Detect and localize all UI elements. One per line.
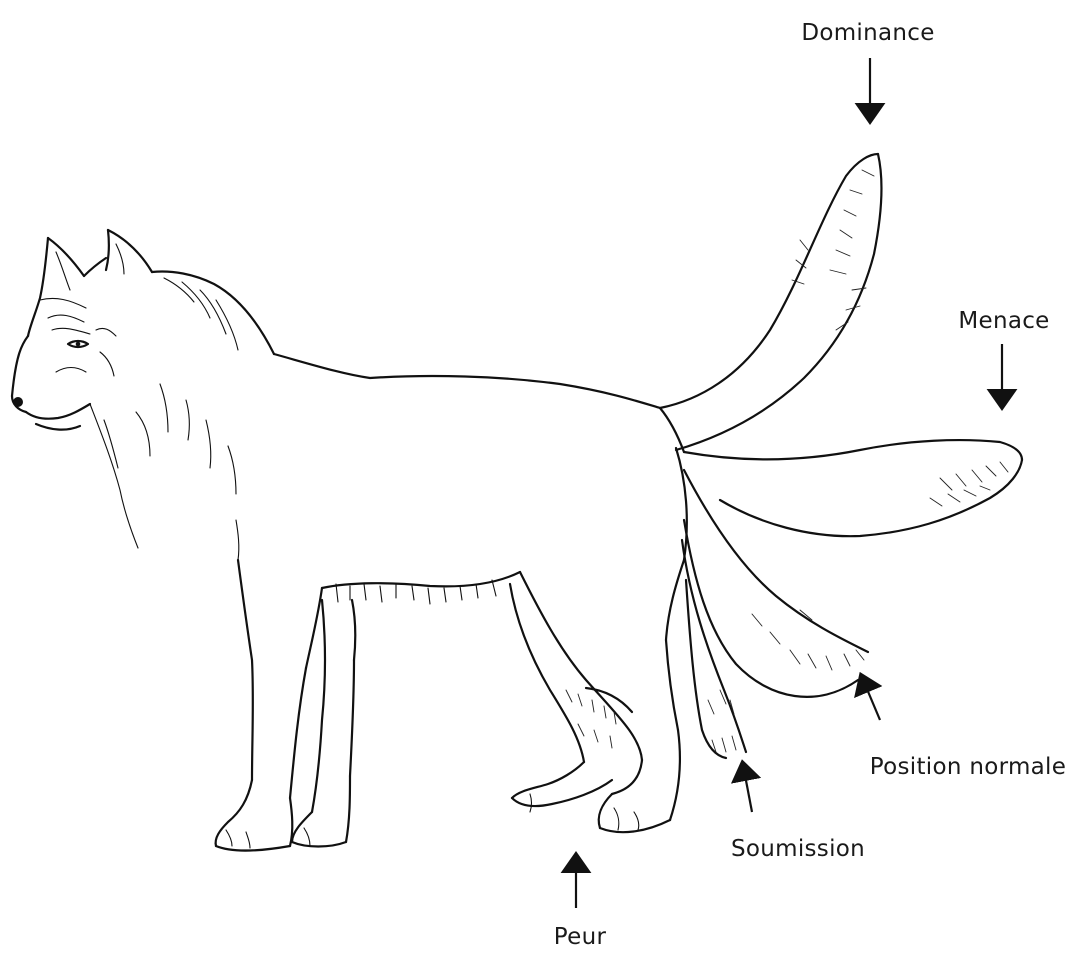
wolf-illustration (12, 230, 687, 851)
tail-peur (566, 688, 632, 748)
tail-dominance (660, 154, 881, 450)
label-menace-group: Menace (958, 308, 1049, 400)
label-peur-group: Peur (554, 862, 607, 950)
label-dominance-group: Dominance (801, 20, 934, 114)
tail-soumission (682, 540, 746, 758)
wolf-belly (322, 572, 520, 588)
tail-menace (684, 440, 1022, 536)
label-position-normale-group: Position normale (864, 682, 1066, 780)
wolf-front-legs (216, 560, 356, 851)
wolf-rear-legs (510, 448, 687, 832)
label-peur: Peur (554, 924, 607, 950)
label-menace: Menace (958, 308, 1049, 334)
label-soumission-group: Soumission (731, 770, 865, 862)
arrow-icon (744, 770, 752, 812)
tail-position-normale (684, 470, 868, 697)
arrow-icon (864, 682, 880, 720)
wolf-rump (660, 408, 684, 452)
label-position-normale: Position normale (870, 754, 1066, 780)
label-dominance: Dominance (801, 20, 934, 46)
wolf-head (12, 230, 152, 430)
label-soumission: Soumission (731, 836, 865, 862)
wolf-back (274, 354, 660, 408)
wolf-neck (90, 272, 274, 561)
